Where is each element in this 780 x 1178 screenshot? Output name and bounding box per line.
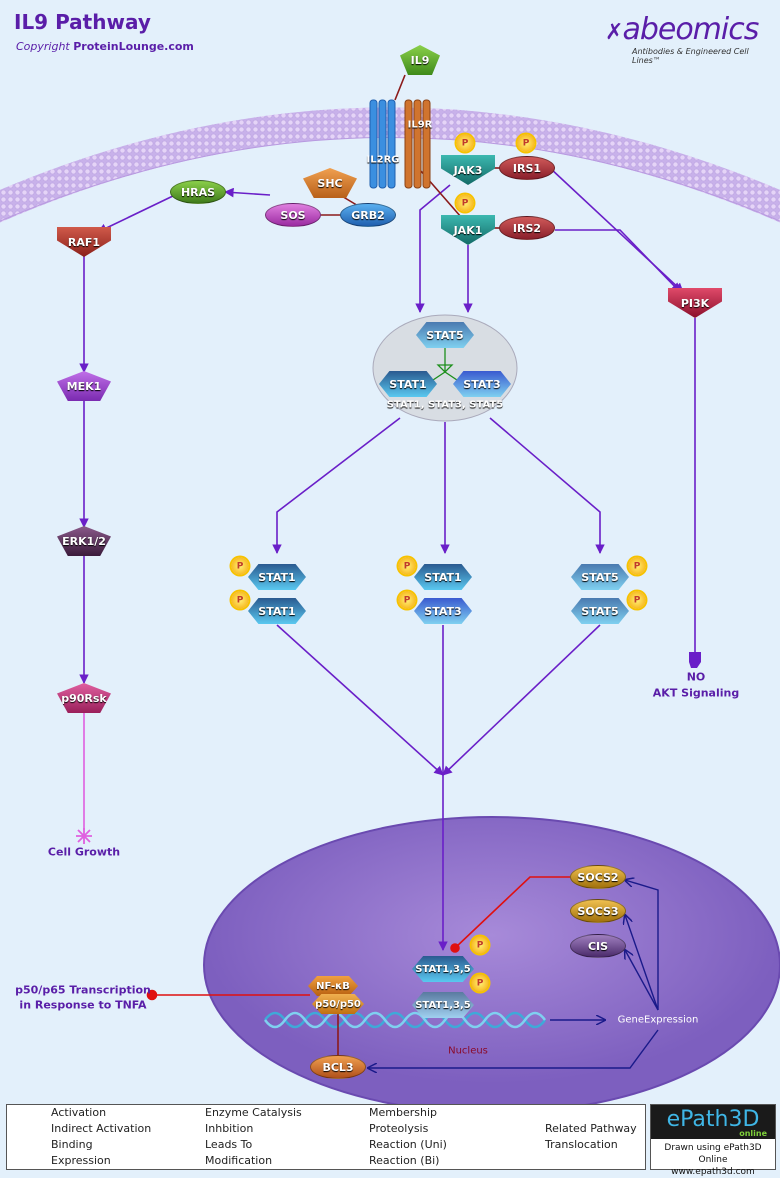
nfkb-top[interactable]: NF-κB	[308, 976, 358, 996]
nfkb-p50[interactable]: p50/p50	[312, 994, 364, 1014]
dimer3-stat5-top[interactable]: STAT5	[571, 564, 629, 590]
label-akt-signaling[interactable]: AKT Signaling	[652, 686, 740, 700]
brand-name: abeomics	[622, 12, 759, 47]
legend-translocation: Translocation	[545, 1138, 618, 1151]
legend-membership: Membership	[369, 1106, 437, 1119]
node-il9r[interactable]: IL9R	[407, 119, 433, 131]
label-p50p65-line2[interactable]: in Response to TNFA	[19, 998, 147, 1012]
label-p50p65-line1[interactable]: p50/p65 Transcription	[15, 983, 151, 997]
complex-stat3[interactable]: STAT3	[453, 371, 511, 397]
legend-binding: Binding	[51, 1138, 93, 1151]
page-title: IL9 Pathway	[14, 10, 151, 34]
legend-related-pathway: Related Pathway	[545, 1122, 637, 1135]
legend-enzyme-catalysis: Enzyme Catalysis	[205, 1106, 302, 1119]
dimer3-stat5-bottom[interactable]: STAT5	[571, 598, 629, 624]
legend-proteolysis: Proteolysis	[369, 1122, 429, 1135]
label-gene-expression: GeneExpression	[617, 1014, 699, 1026]
related-pathway-icon	[689, 652, 701, 668]
dimer1-stat1-bottom[interactable]: STAT1	[248, 598, 306, 624]
label-nucleus: Nucleus	[448, 1045, 488, 1057]
copyright-prefix: Copyright	[16, 40, 70, 53]
phospho-d2-top: P	[398, 557, 416, 575]
legend-reaction-bi: Reaction (Bi)	[369, 1154, 440, 1167]
il2rg-receptor	[369, 99, 396, 189]
legend-indirect-activation: Indirect Activation	[51, 1122, 152, 1135]
epath3d-line1: Drawn using ePath3D Online	[664, 1143, 762, 1165]
node-sos[interactable]: SOS	[265, 203, 321, 227]
phospho-nuc-bottom: P	[471, 974, 489, 992]
dna-helix	[263, 1011, 547, 1029]
epath3d-logo-sub: online	[739, 1129, 767, 1138]
phospho-jak3: P	[456, 134, 474, 152]
abeomics-logo: ✗abeomics	[605, 12, 759, 47]
legend-reaction-uni: Reaction (Uni)	[369, 1138, 447, 1151]
phospho-d2-bottom: P	[398, 591, 416, 609]
phospho-jak1: P	[456, 194, 474, 212]
brand-tagline: Antibodies & Engineered Cell Lines™	[632, 47, 749, 65]
copyright-link[interactable]: ProteinLounge.com	[73, 40, 194, 53]
node-socs2[interactable]: SOCS2	[570, 865, 626, 889]
abeomics-mark-icon: ✗	[605, 20, 623, 45]
legend: Activation Indirect Activation Binding E…	[6, 1104, 646, 1170]
label-no: NO	[686, 670, 706, 684]
legend-modification: Modification	[205, 1154, 273, 1167]
il9r-receptor	[404, 99, 431, 189]
label-cell-growth: Cell Growth	[47, 845, 121, 859]
legend-expression: Expression	[51, 1154, 111, 1167]
legend-leads-to: Leads To	[205, 1138, 253, 1151]
complex-label: STAT1, STAT3, STAT5	[386, 399, 504, 411]
phospho-d1-bottom: P	[231, 591, 249, 609]
dimer2-stat3[interactable]: STAT3	[414, 598, 472, 624]
complex-stat5[interactable]: STAT5	[416, 322, 474, 348]
legend-activation: Activation	[51, 1106, 107, 1119]
node-hras[interactable]: HRAS	[170, 180, 226, 204]
legend-inhibition: Inhbition	[205, 1122, 254, 1135]
nuclear-stat-bottom[interactable]: STAT1,3,5	[412, 992, 474, 1018]
epath3d-url[interactable]: www.epath3d.com	[671, 1167, 755, 1177]
node-irs1[interactable]: IRS1	[499, 156, 555, 180]
copyright: Copyright ProteinLounge.com	[16, 40, 194, 53]
node-cis[interactable]: CIS	[570, 934, 626, 958]
dimer2-stat1[interactable]: STAT1	[414, 564, 472, 590]
phospho-nuc-top: P	[471, 936, 489, 954]
node-bcl3[interactable]: BCL3	[310, 1055, 366, 1079]
complex-stat1[interactable]: STAT1	[379, 371, 437, 397]
phospho-d1-top: P	[231, 557, 249, 575]
epath3d-logo-text: ePath3D	[666, 1107, 760, 1132]
node-il2rg[interactable]: IL2RG	[366, 154, 400, 166]
leads-to-icon	[76, 828, 92, 844]
node-socs3[interactable]: SOCS3	[570, 899, 626, 923]
nuclear-stat-top[interactable]: STAT1,3,5	[412, 956, 474, 982]
phospho-d3-bottom: P	[628, 591, 646, 609]
node-irs2[interactable]: IRS2	[499, 216, 555, 240]
dimer1-stat1-top[interactable]: STAT1	[248, 564, 306, 590]
phospho-irs1: P	[517, 134, 535, 152]
node-grb2[interactable]: GRB2	[340, 203, 396, 227]
phospho-d3-top: P	[628, 557, 646, 575]
